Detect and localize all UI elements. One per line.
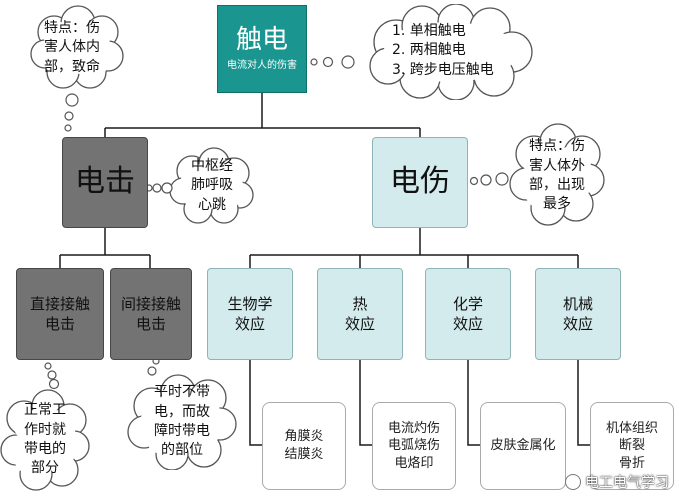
node-line: 效应 [562,315,593,333]
thought-bubbles [64,93,79,132]
cloud-line: 障时带电 [154,423,210,439]
node-line: 电弧烧伤 [387,438,440,454]
node-line: 生物学 [227,294,273,313]
node-line: 化学 [452,294,483,313]
cloud-line: 带电的 [24,441,66,457]
branch-label: 电伤 [390,164,450,200]
thought-cloud-shape [127,374,237,470]
node-line: 骨折 [618,455,645,471]
connector-injury-effects [249,360,590,446]
branch-shock: 电击 [62,137,148,228]
effect-mechanical: 机体组织 断裂 骨折 [590,402,674,490]
cloud-line: 的部位 [161,442,203,459]
node-line: 皮肤金属化 [490,438,556,454]
cloud-line: 特点：伤 [44,20,100,37]
cloud-line: 害人体外 [529,157,585,174]
effect-thermal: 电流灼伤 电弧烧伤 电烙印 [372,402,456,490]
node-line: 间接接触 [120,294,181,313]
injury-type-mechanical: 机械 效应 [535,268,621,360]
node-line: 电流灼伤 [387,420,440,436]
cloud-line: 部，出现 [529,177,585,193]
node-line: 热 [352,294,368,313]
thought-bubbles [469,172,509,186]
node-line: 角膜炎 [284,429,324,445]
node-line: 结膜炎 [284,447,324,462]
node-line: 电击 [44,315,75,333]
cloud-line: 肺呼吸 [191,177,233,194]
branch-label: 电击 [75,164,135,200]
cloud-line: 2. 两相触电 [392,42,466,59]
node-line: 机械 [562,294,593,313]
cloud-line: 部，致命 [44,58,100,75]
cloud-line: 部分 [31,460,59,477]
connector-injury-types [249,228,579,268]
root-node: 触电 电流对人的伤害 [217,5,307,93]
watermark: 电工电气学习 [565,472,669,492]
connector-shock-types [59,228,151,268]
cloud-line: 正常工 [24,402,66,419]
cloud-line: 1. 单相触电 [392,23,466,40]
thought-cloud-shape [509,123,605,226]
node-line: 断裂 [618,438,645,454]
thought-cloud-shape [369,4,533,100]
shock-type-indirect: 间接接触 电击 [110,268,192,360]
thought-cloud-shape [0,389,90,491]
shock-type-direct: 直接接触 电击 [16,268,104,360]
injury-type-biological: 生物学 效应 [207,268,293,360]
cloud-line: 中枢经 [191,158,233,175]
node-line: 电烙印 [394,455,434,471]
cloud-line: 害人体内 [44,39,100,56]
cloud-line: 最多 [543,196,571,213]
thought-bubbles [310,55,355,69]
cloud-line: 作时就 [24,421,66,438]
cloud-line: 特点：伤 [529,138,585,155]
cloud-line: 心跳 [198,196,226,213]
branch-injury: 电伤 [372,137,468,228]
effect-chemical: 皮肤金属化 [480,402,566,490]
node-line: 效应 [234,315,265,333]
injury-type-thermal: 热 效应 [317,268,403,360]
thought-cloud-shape [169,147,254,224]
node-line: 电击 [135,315,166,333]
root-subtitle: 电流对人的伤害 [227,60,297,72]
effect-biological: 角膜炎 结膜炎 [262,402,346,490]
root-title: 触电 [235,25,288,56]
cloud-line: 3. 跨步电压触电 [392,61,494,78]
node-line: 效应 [344,315,375,333]
thought-cloud-shape [30,5,124,89]
cloud-line: 电，而故 [154,403,210,420]
node-line: 直接接触 [29,294,90,313]
thought-bubbles [44,362,60,390]
connector-root-branches [104,93,421,137]
cloud-line: 平时不带 [154,384,210,401]
watermark-text: 电工电气学习 [585,475,669,491]
injury-type-chemical: 化学 效应 [425,268,511,360]
wechat-icon [565,474,581,490]
node-line: 机体组织 [605,420,658,436]
node-line: 效应 [452,315,483,333]
thought-bubbles [145,182,173,194]
